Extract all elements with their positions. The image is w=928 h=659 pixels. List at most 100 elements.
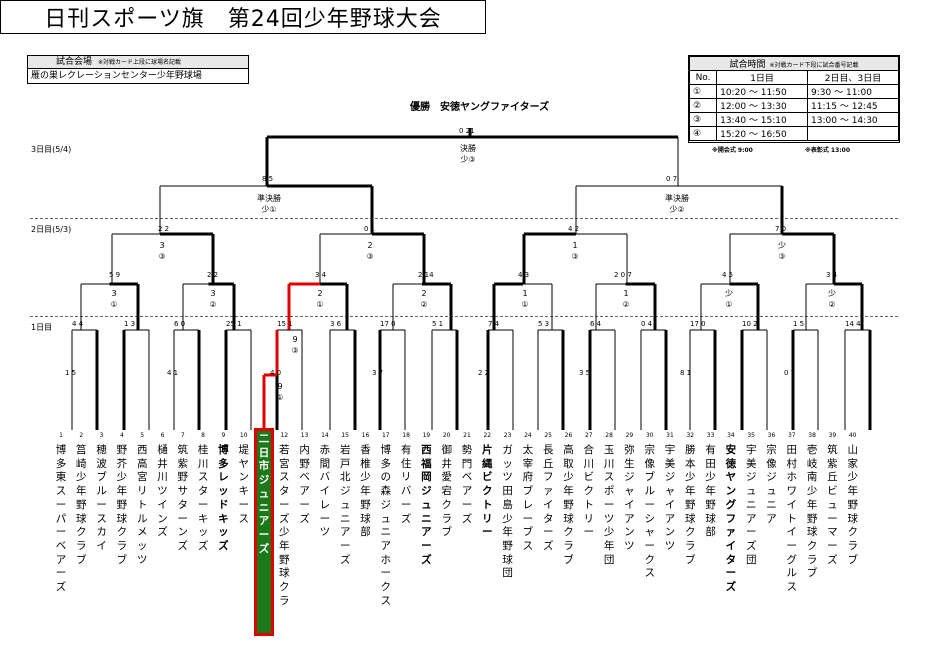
r16-score: 3 4 bbox=[826, 271, 838, 279]
venue-name: 雁の巣レクレーションセンター少年野球場 bbox=[31, 71, 202, 81]
team-name: 野芥少年野球クラブ bbox=[116, 444, 128, 566]
pre-score: 1 5 bbox=[65, 369, 77, 377]
extra-b: ③ bbox=[291, 346, 299, 355]
r16-score: 3 4 bbox=[315, 271, 327, 279]
team-number: 30 bbox=[645, 432, 654, 439]
team-number: 20 bbox=[442, 432, 451, 439]
team-name: 筑紫丘ビューマーズ bbox=[827, 444, 838, 566]
r16-a: 1 bbox=[522, 289, 528, 298]
team-number: 1 bbox=[59, 432, 63, 439]
r1-score: 5 1 bbox=[432, 320, 444, 328]
r16-score: 2 0 7 bbox=[614, 271, 632, 279]
team-name: 若宮スターズ少年野球クラ bbox=[279, 444, 290, 607]
qf-a: 2 bbox=[367, 241, 373, 250]
team-name: 赤間バイレーツ bbox=[319, 444, 331, 539]
semi-name: 準決勝 bbox=[665, 194, 689, 203]
r16-score: 4 3 bbox=[518, 271, 530, 279]
team-number: 19 bbox=[422, 432, 431, 439]
r16-b: ② bbox=[828, 300, 836, 309]
team-name: 宇美ジャイアンツ bbox=[664, 444, 676, 552]
day2-label: 2日目(5/3) bbox=[31, 225, 72, 234]
team-name-highlighted: 二日市ジュニアーズ bbox=[254, 428, 274, 636]
team-number: 28 bbox=[605, 432, 613, 439]
r16-a: 2 bbox=[317, 289, 323, 298]
ceremony-note: ※開会式 9:00 bbox=[712, 147, 753, 154]
page-title: 日刊スポーツ旗 第24回少年野球大会 bbox=[0, 0, 486, 34]
r16-score: 5 9 bbox=[109, 271, 121, 279]
r16-score: 2 2 bbox=[207, 271, 219, 279]
slot-no: ④ bbox=[688, 126, 718, 141]
team-number: 15 bbox=[341, 432, 349, 439]
team-name: 玉川スポーツ少年団 bbox=[603, 444, 615, 566]
extra-a: 9 bbox=[277, 382, 283, 391]
team-name: 勢門ベアーズ bbox=[461, 444, 473, 525]
team-name: 高取少年野球クラブ bbox=[563, 444, 574, 566]
r1-score: 5 3 bbox=[538, 320, 550, 328]
team-number: 6 bbox=[160, 432, 165, 439]
extra-a: 9 bbox=[292, 335, 298, 344]
qf-b: ③ bbox=[158, 252, 166, 261]
r16-b: ② bbox=[622, 300, 630, 309]
venue-header-note: ※対戦カード上段に球場名記載 bbox=[98, 59, 182, 66]
team-name: 桂川スターキッズ bbox=[197, 444, 209, 552]
r1-score: 17 0 bbox=[380, 320, 396, 328]
r1-score: 0 4 bbox=[641, 320, 653, 328]
team-name: 宗像ジュニア bbox=[766, 444, 777, 525]
r1-score: 6 0 bbox=[174, 320, 186, 328]
team-name: 田村ホワイトイーグルス bbox=[786, 444, 798, 594]
qf-score: 4 2 bbox=[568, 225, 580, 233]
team-number: 21 bbox=[463, 432, 471, 439]
team-number: 3 bbox=[99, 432, 104, 439]
team-number: 36 bbox=[767, 432, 776, 439]
venue-header-label: 試合会場 bbox=[56, 57, 93, 67]
team-number: 31 bbox=[666, 432, 674, 439]
team-name: 西福岡ジュニアーズ bbox=[421, 444, 432, 566]
semi-score: 0 7 bbox=[666, 175, 678, 183]
team-name: 長丘ファイターズ bbox=[542, 444, 554, 552]
team-name: 勝本少年野球クラブ bbox=[685, 444, 696, 566]
team-name: 合川ビクトリー bbox=[583, 444, 595, 539]
team-number: 24 bbox=[524, 432, 532, 439]
final-score: 0 21 bbox=[459, 127, 475, 135]
day3-label: 3日目(5/4) bbox=[31, 145, 72, 154]
qf-a: 1 bbox=[572, 241, 578, 250]
r16-a: 少 bbox=[725, 289, 733, 298]
semi-label: 準決勝少① bbox=[244, 193, 294, 215]
pre-score: 8 1 bbox=[680, 369, 692, 377]
day-divider bbox=[30, 316, 898, 317]
qf-b: ③ bbox=[571, 252, 579, 261]
team-number: 8 bbox=[201, 432, 205, 439]
team-name: 有住リバーズ bbox=[400, 444, 412, 525]
team-number: 23 bbox=[503, 432, 512, 439]
team-name: 安徳ヤングファイターズ bbox=[725, 444, 737, 594]
team-number: 27 bbox=[584, 432, 593, 439]
team-number: 16 bbox=[361, 432, 370, 439]
r16-b: ① bbox=[110, 300, 118, 309]
team-number: 4 bbox=[119, 432, 124, 439]
schedule-header-note: ※対戦カード下段に試合番号記載 bbox=[769, 62, 859, 69]
team-name: 岩戸北ジュニアーズ bbox=[339, 444, 351, 566]
team-number: 18 bbox=[402, 432, 410, 439]
team-number: 2 bbox=[79, 432, 84, 439]
r1-score: 25 1 bbox=[226, 320, 242, 328]
schedule-header: 試合時間※対戦カード下段に試合番号記載 bbox=[689, 56, 899, 71]
r16-a: 1 bbox=[623, 289, 629, 298]
qf-b: ③ bbox=[778, 252, 786, 261]
r1-score: 1 3 bbox=[124, 320, 136, 328]
team-number: 37 bbox=[787, 432, 796, 439]
qf-score: 2 2 bbox=[158, 225, 170, 233]
extra-b: ① bbox=[276, 393, 284, 402]
team-number: 9 bbox=[221, 432, 226, 439]
